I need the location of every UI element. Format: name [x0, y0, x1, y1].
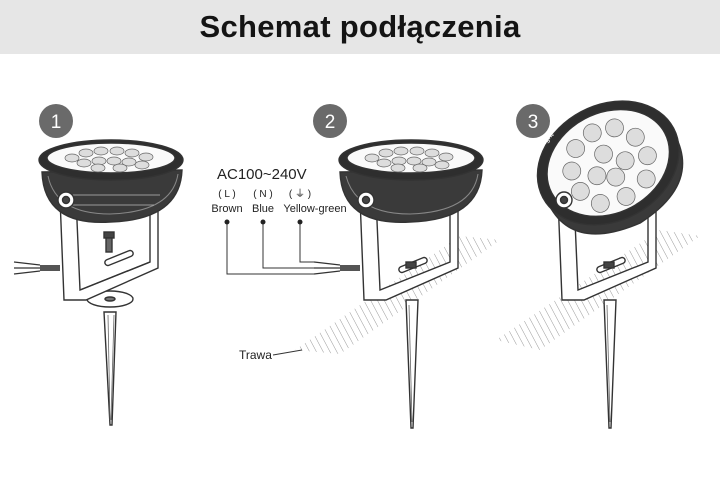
wire-label-brown: Brown [211, 203, 242, 215]
terminal-symbol-live: ( L ) [218, 189, 235, 200]
voltage-label: AC100~240V [217, 166, 307, 183]
step-number-1: 1 [51, 112, 62, 133]
step-badge-1: 1 [39, 104, 73, 138]
tilted-lamp-head-3: Mi-Light [530, 100, 684, 235]
wire-label-blue: Blue [252, 203, 274, 215]
diagram-canvas: 1 2 3 [13, 100, 700, 429]
grass-callout: Trawa [239, 348, 303, 362]
lamp-step-2 [313, 139, 484, 429]
title-bar: Schemat podłączenia [0, 0, 720, 54]
wiring-lines [226, 222, 314, 275]
step-badge-2: 2 [313, 104, 347, 138]
terminal-dot-neutral [260, 219, 266, 225]
step-badge-3: 3 [516, 104, 550, 138]
lamp-head-1 [38, 139, 184, 223]
ground-spike-1 [86, 290, 134, 426]
screw-1 [103, 231, 115, 253]
terminal-symbol-neutral: ( N ) [253, 189, 272, 200]
page-title: Schemat podłączenia [199, 9, 521, 44]
terminal-symbol-earth: ( ⏚ ) [289, 188, 311, 200]
lamp-step-3: Mi-Light [530, 100, 684, 429]
power-cable-2 [313, 261, 360, 275]
power-cable-1 [13, 261, 60, 275]
terminal-dot-earth [297, 219, 303, 225]
terminal-dot-live [224, 219, 230, 225]
step-number-3: 3 [528, 112, 539, 133]
wiring-legend: AC100~240V ( L ) ( N ) ( ⏚ ) Brown Blue … [211, 166, 347, 275]
lamp-step-1 [13, 139, 184, 426]
grass-label: Trawa [239, 348, 272, 362]
wire-label-yellow-green: Yellow-green [283, 203, 346, 215]
step-number-2: 2 [325, 112, 336, 133]
